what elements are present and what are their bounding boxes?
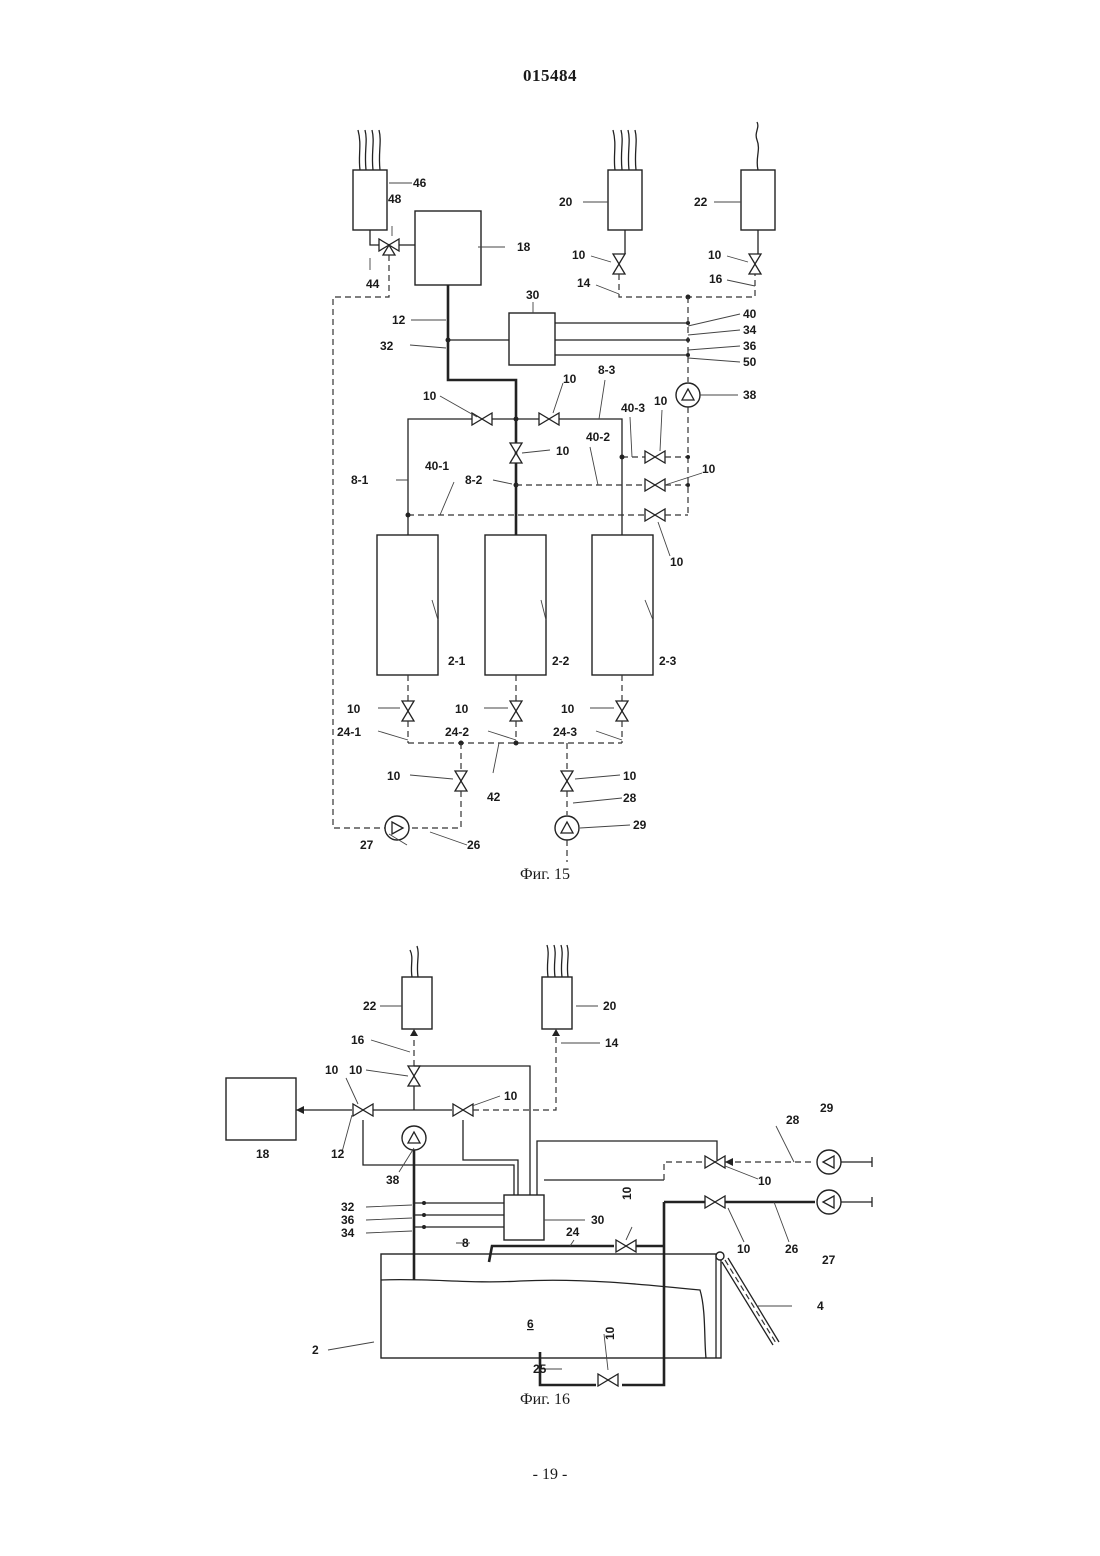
fig16-label: 22 bbox=[363, 999, 377, 1013]
fig15-label: 12 bbox=[392, 313, 406, 327]
fig15-label: 50 bbox=[743, 355, 757, 369]
fig16-label: 32 bbox=[341, 1200, 355, 1214]
fig15-label: 24-1 bbox=[337, 725, 361, 739]
fig16-label: 10 bbox=[758, 1174, 772, 1188]
fig15-label: 38 bbox=[743, 388, 757, 402]
fig15-label: 24-3 bbox=[553, 725, 577, 739]
tank-2 bbox=[381, 1254, 721, 1358]
page-number: - 19 - bbox=[0, 1466, 1100, 1484]
fig16-label: 12 bbox=[331, 1147, 345, 1161]
controller-30-box bbox=[509, 313, 555, 365]
tank-2-2 bbox=[485, 535, 546, 675]
fig15-label: 46 bbox=[413, 176, 427, 190]
fig15-label: 28 bbox=[623, 791, 637, 805]
tank-2-3 bbox=[592, 535, 653, 675]
fig15-label: 2-2 bbox=[552, 654, 570, 668]
unit-20-box bbox=[542, 977, 572, 1029]
figure-16-caption: Фиг. 16 bbox=[520, 1391, 570, 1408]
unit-18-box bbox=[415, 211, 481, 285]
fig16-label: 8 bbox=[462, 1236, 469, 1250]
fig15-label: 20 bbox=[559, 195, 573, 209]
fig16-label: 10 bbox=[620, 1186, 634, 1200]
fig16-label: 10 bbox=[737, 1242, 751, 1256]
fig15-label: 8-1 bbox=[351, 473, 369, 487]
fig15-label: 10 bbox=[654, 394, 668, 408]
fig16-label: 16 bbox=[351, 1033, 365, 1047]
fig15-label: 40-3 bbox=[621, 401, 645, 415]
figure-15-caption: Фиг. 15 bbox=[520, 866, 570, 883]
fig15-label: 10 bbox=[572, 248, 586, 262]
fig15-label: 40 bbox=[743, 307, 757, 321]
fig16-label: 30 bbox=[591, 1213, 605, 1227]
fig15-label: 14 bbox=[577, 276, 591, 290]
fig15-label: 8-3 bbox=[598, 363, 616, 377]
fig15-label: 10 bbox=[670, 555, 684, 569]
figure-16 bbox=[226, 945, 872, 1386]
fig15-label: 10 bbox=[623, 769, 637, 783]
fig15-label: 10 bbox=[563, 372, 577, 386]
fig15-label: 10 bbox=[423, 389, 437, 403]
fig15-label: 10 bbox=[702, 462, 716, 476]
fig15-label: 44 bbox=[366, 277, 380, 291]
fig16-label: 36 bbox=[341, 1213, 355, 1227]
fig15-label: 10 bbox=[561, 702, 575, 716]
fig15-label: 40-1 bbox=[425, 459, 449, 473]
fig15-label: 18 bbox=[517, 240, 531, 254]
fig16-label: 20 bbox=[603, 999, 617, 1013]
fig16-label: 34 bbox=[341, 1226, 355, 1240]
unit-22-box bbox=[741, 170, 775, 230]
fig16-label: 10 bbox=[349, 1063, 363, 1077]
fig15-label: 26 bbox=[467, 838, 481, 852]
fig15-label: 36 bbox=[743, 339, 757, 353]
fig16-label: 29 bbox=[820, 1101, 834, 1115]
fig16-label: 24 bbox=[566, 1225, 580, 1239]
fig15-label: 34 bbox=[743, 323, 757, 337]
fig16-label: 10 bbox=[325, 1063, 339, 1077]
fig15-label: 10 bbox=[455, 702, 469, 716]
fig15-label: 48 bbox=[388, 192, 402, 206]
fig15-label: 32 bbox=[380, 339, 394, 353]
fig15-label: 10 bbox=[387, 769, 401, 783]
fig15-label: 29 bbox=[633, 818, 647, 832]
fig16-label: 27 bbox=[822, 1253, 836, 1267]
fig16-label: 25 bbox=[533, 1362, 547, 1376]
fig16-label: 6 bbox=[527, 1317, 534, 1331]
figure-15-labels: 46 48 44 18 20 22 10 10 14 16 30 12 32 4… bbox=[337, 176, 757, 883]
fig15-label: 8-2 bbox=[465, 473, 483, 487]
fig15-label: 10 bbox=[556, 444, 570, 458]
unit-46-box bbox=[353, 170, 387, 230]
fig15-label: 42 bbox=[487, 790, 501, 804]
fig15-label: 30 bbox=[526, 288, 540, 302]
fig15-label: 16 bbox=[709, 272, 723, 286]
unit-22-box bbox=[402, 977, 432, 1029]
tank-2-1 bbox=[377, 535, 438, 675]
fig15-label: 40-2 bbox=[586, 430, 610, 444]
fig16-label: 38 bbox=[386, 1173, 400, 1187]
fig15-label: 22 bbox=[694, 195, 708, 209]
fig16-label: 28 bbox=[786, 1113, 800, 1127]
fig15-label: 24-2 bbox=[445, 725, 469, 739]
fig15-label: 27 bbox=[360, 838, 374, 852]
fig16-label: 18 bbox=[256, 1147, 270, 1161]
fig16-label: 2 bbox=[312, 1343, 319, 1357]
fig15-label: 10 bbox=[708, 248, 722, 262]
figure-15 bbox=[333, 122, 775, 862]
unit-20-box bbox=[608, 170, 642, 230]
fig16-label: 14 bbox=[605, 1036, 619, 1050]
fig16-label: 10 bbox=[603, 1326, 617, 1340]
fig16-label: 26 bbox=[785, 1242, 799, 1256]
controller-30-box bbox=[504, 1195, 544, 1240]
unit-18-box bbox=[226, 1078, 296, 1140]
fig16-label: 4 bbox=[817, 1299, 824, 1313]
fig15-label: 2-3 bbox=[659, 654, 677, 668]
fig16-label: 10 bbox=[504, 1089, 518, 1103]
fig15-label: 2-1 bbox=[448, 654, 466, 668]
fig15-label: 10 bbox=[347, 702, 361, 716]
